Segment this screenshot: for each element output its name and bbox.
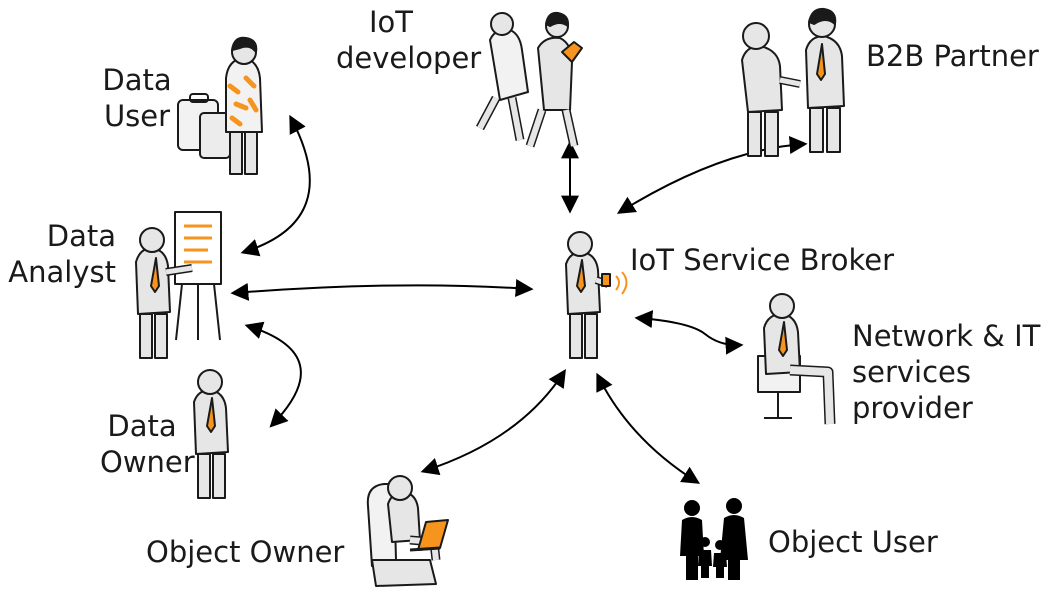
label-iot-service-broker: IoT Service Broker [630, 243, 895, 277]
arrow-broker-object-user [596, 372, 701, 484]
arrow-broker-object-owner [420, 368, 566, 476]
label-object-user: Object User [768, 525, 938, 559]
standing-person-icon [193, 369, 229, 499]
handshake-icon [741, 7, 845, 157]
arrow-analyst-broker [230, 279, 534, 301]
arrow-analyst-data-owner [244, 321, 302, 428]
person-with-phone-icon [565, 231, 628, 359]
traveller-with-luggage-icon [177, 36, 263, 175]
arrow-broker-b2b-partner [616, 136, 808, 214]
label-b2b-partner: B2B Partner [866, 39, 1039, 73]
label-data-user: Data User [102, 63, 172, 133]
presenter-with-flipchart-icon [135, 211, 222, 359]
label-network-provider: Network & IT services provider [852, 319, 1041, 425]
seated-person-icon [757, 293, 836, 425]
person-with-laptop-icon [366, 475, 449, 587]
label-data-owner: Data Owner [100, 409, 195, 479]
label-data-analyst: Data Analyst [8, 219, 116, 289]
connectors [230, 114, 808, 484]
walking-pair-icon [476, 11, 583, 148]
family-silhouette-icon [680, 498, 748, 580]
label-iot-developer: IoT developer [336, 5, 482, 75]
label-object-owner: Object Owner [146, 535, 345, 569]
arrow-broker-network-provider [634, 310, 744, 355]
arrow-data-user-analyst [240, 114, 311, 257]
